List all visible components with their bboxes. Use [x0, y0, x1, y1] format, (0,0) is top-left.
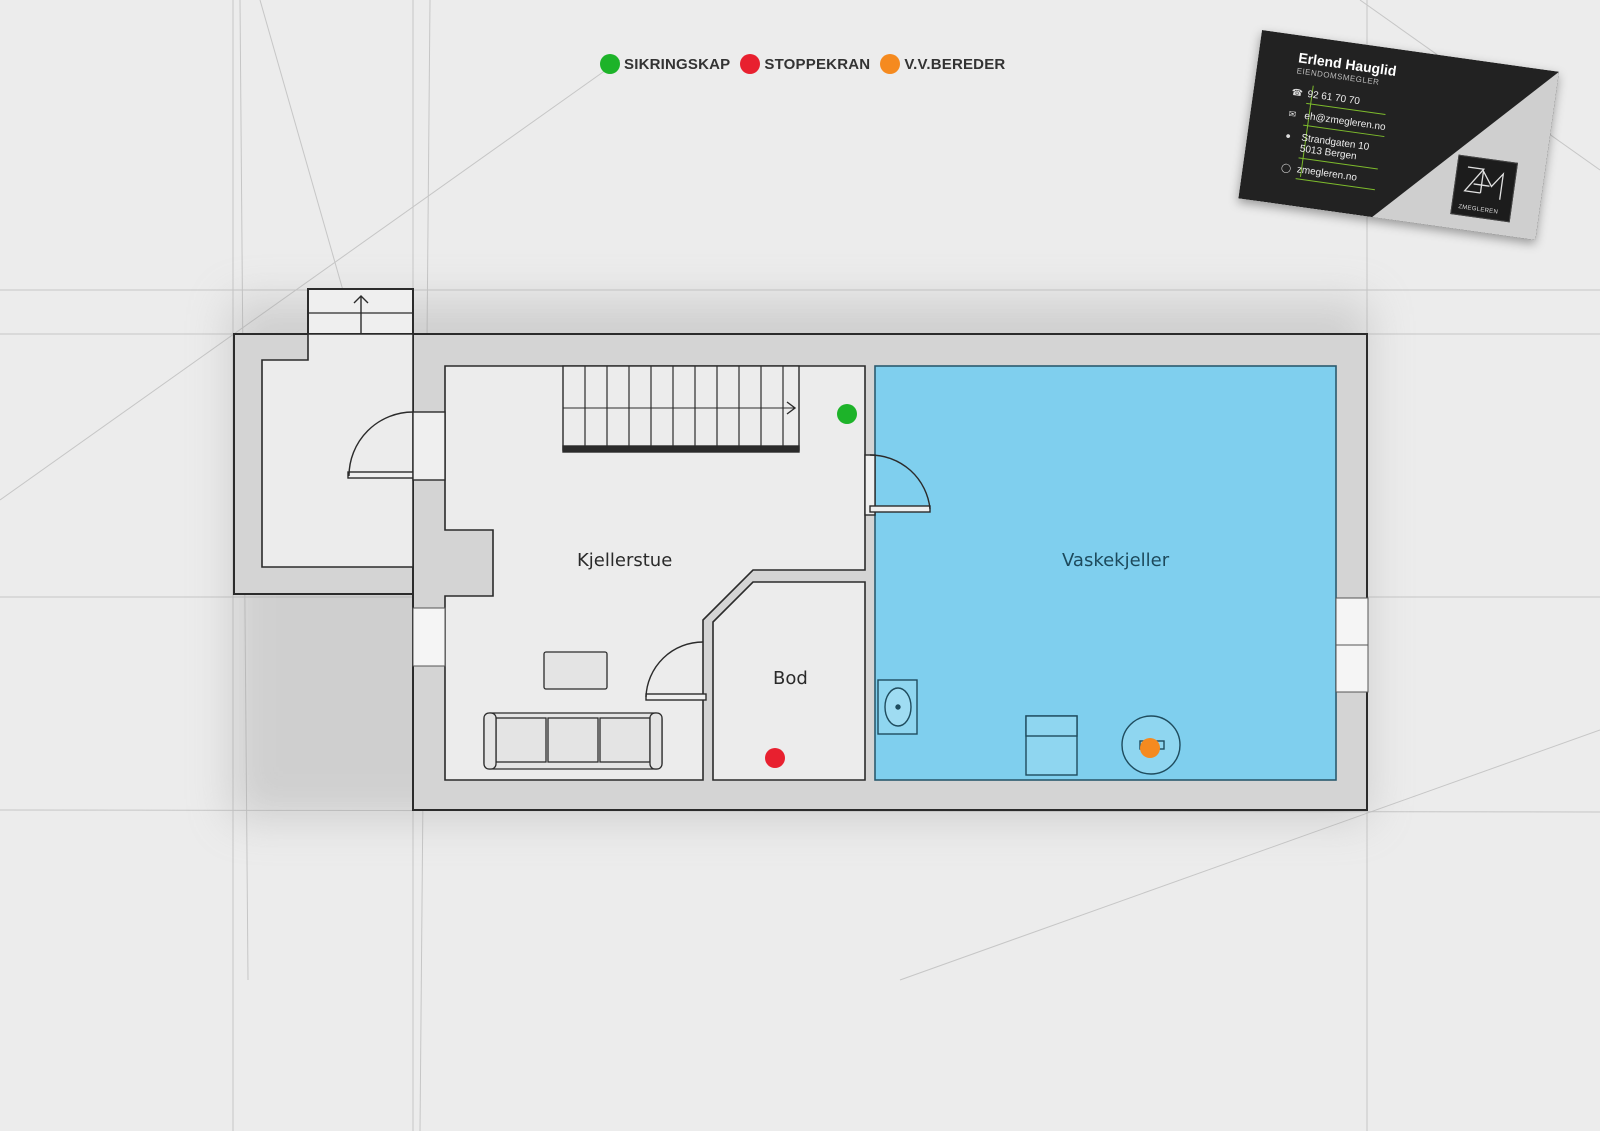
room-label-vaskekjeller: Vaskekjeller — [1062, 550, 1170, 571]
furniture — [483, 651, 663, 770]
doors — [347, 411, 931, 701]
legend-item-vvbereder: V.V.BEREDER — [880, 54, 1005, 74]
logo-mark — [1463, 166, 1505, 200]
legend-label: SIKRINGSKAP — [624, 55, 731, 73]
legend-label: V.V.BEREDER — [904, 55, 1006, 73]
globe-icon: ◯ — [1280, 162, 1292, 174]
business-card: Erlend Hauglid EIENDOMSMEGLER ☎ 92 61 70… — [1238, 30, 1560, 241]
entrance-arrow — [353, 295, 369, 334]
marker-sikringskap — [837, 404, 857, 424]
legend-dot-orange — [880, 54, 901, 74]
legend-dot-red — [740, 54, 761, 74]
marker-stoppekran — [765, 748, 785, 768]
marker-vvbereder — [1140, 738, 1160, 758]
legend-dot-green — [600, 54, 620, 74]
zmegleren-logo: ZMEGLEREN — [1450, 154, 1518, 223]
legend: SIKRINGSKAP STOPPEKRAN V.V.BEREDER — [600, 54, 1009, 74]
location-pin-icon: ● — [1284, 130, 1292, 142]
mail-icon: ✉ — [1287, 108, 1297, 120]
windows — [412, 597, 1369, 693]
room-label-kjellerstue: Kjellerstue — [577, 550, 672, 571]
coffee-table — [543, 651, 608, 690]
legend-item-sikringskap: SIKRINGSKAP — [600, 54, 730, 74]
phone-icon: ☎ — [1291, 86, 1304, 99]
floor-areas — [261, 333, 1337, 781]
legend-item-stoppekran: STOPPEKRAN — [740, 54, 870, 74]
room-label-bod: Bod — [773, 668, 808, 689]
sofa — [483, 712, 663, 770]
legend-label: STOPPEKRAN — [764, 55, 871, 73]
staircase — [562, 365, 800, 453]
